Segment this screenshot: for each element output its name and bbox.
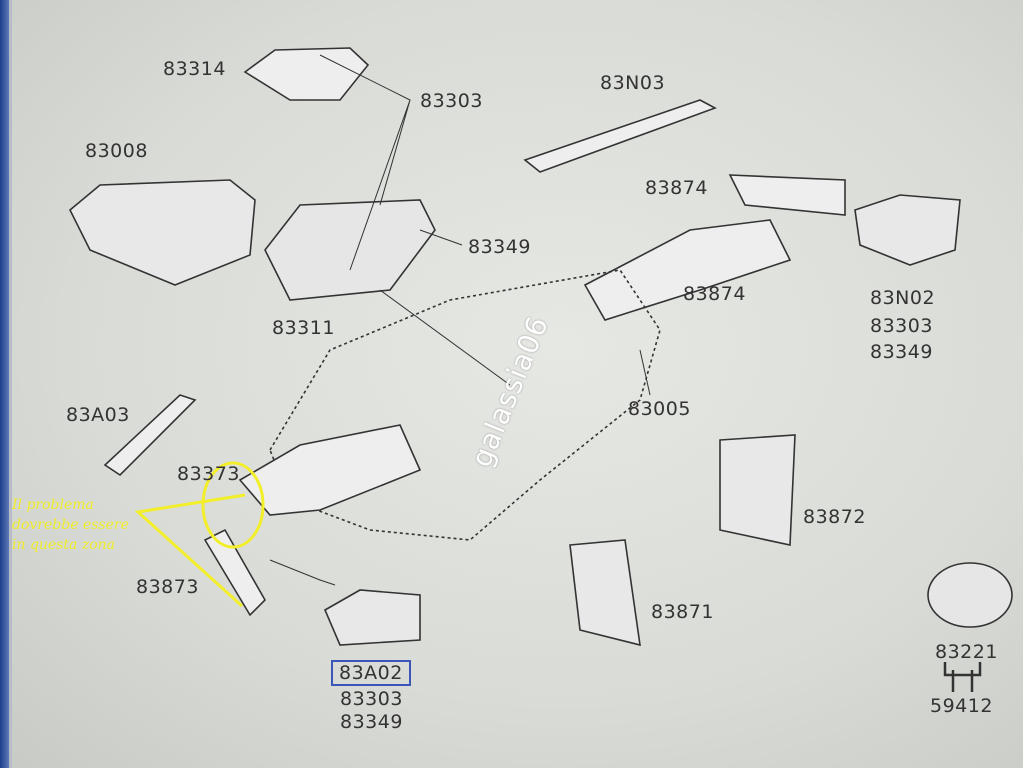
annotation-note: Il problema dovrebbe essere in questa zo…: [12, 495, 129, 555]
callout-83314[interactable]: 83314: [163, 58, 226, 80]
callout-83349-bottom[interactable]: 83349: [340, 711, 403, 733]
part-83871-shape: [569, 539, 641, 647]
callout-83349-right[interactable]: 83349: [870, 341, 933, 363]
callout-83005[interactable]: 83005: [628, 398, 691, 420]
callout-83008[interactable]: 83008: [85, 140, 148, 162]
callout-83303[interactable]: 83303: [420, 90, 483, 112]
part-83008-shape: [69, 179, 256, 286]
part-83005-shape: [269, 269, 661, 541]
window-edge: [9, 0, 12, 768]
part-83N03-shape: [523, 99, 717, 173]
callout-59412[interactable]: 59412: [930, 695, 993, 717]
part-83A02-shape: [323, 589, 421, 646]
annotation-line-1: Il problema: [12, 497, 94, 513]
bracket-83221-59412: [943, 662, 982, 692]
callout-83373[interactable]: 83373: [177, 463, 240, 485]
monitor-bezel: [0, 0, 9, 768]
part-83874-duct: [583, 219, 792, 321]
callout-83303-right[interactable]: 83303: [870, 315, 933, 337]
part-83373-duct: [238, 424, 422, 516]
annotation-line-3: in questa zona: [12, 537, 115, 553]
callout-83872[interactable]: 83872: [803, 506, 866, 528]
part-83311-shape: [264, 199, 436, 301]
callout-83A02-selected[interactable]: 83A02: [331, 660, 411, 686]
callout-83873[interactable]: 83873: [136, 576, 199, 598]
part-83874-duct-top: [728, 174, 846, 216]
part-83873-shape: [203, 528, 266, 617]
part-83A03-shape: [103, 394, 197, 477]
part-83872-shape: [719, 434, 796, 546]
callout-83N03[interactable]: 83N03: [600, 72, 666, 94]
leader-lines: [269, 54, 651, 586]
part-83N02-shape: [854, 194, 961, 266]
callout-83N02[interactable]: 83N02: [870, 287, 936, 309]
highlight-circle: [201, 461, 265, 549]
callout-83874-duct[interactable]: 83874: [683, 283, 746, 305]
callout-83A03[interactable]: 83A03: [66, 404, 130, 426]
callout-83874[interactable]: 83874: [645, 177, 708, 199]
part-83314-shape: [243, 47, 370, 101]
highlight-arrow: [134, 493, 246, 608]
callout-83311[interactable]: 83311: [272, 317, 335, 339]
callout-83349[interactable]: 83349: [468, 236, 531, 258]
callout-83303-bottom[interactable]: 83303: [340, 688, 403, 710]
callout-83871[interactable]: 83871: [651, 601, 714, 623]
callout-83221[interactable]: 83221: [935, 641, 998, 663]
part-83221-blower: [927, 562, 1013, 628]
annotation-line-2: dovrebbe essere: [12, 517, 129, 533]
